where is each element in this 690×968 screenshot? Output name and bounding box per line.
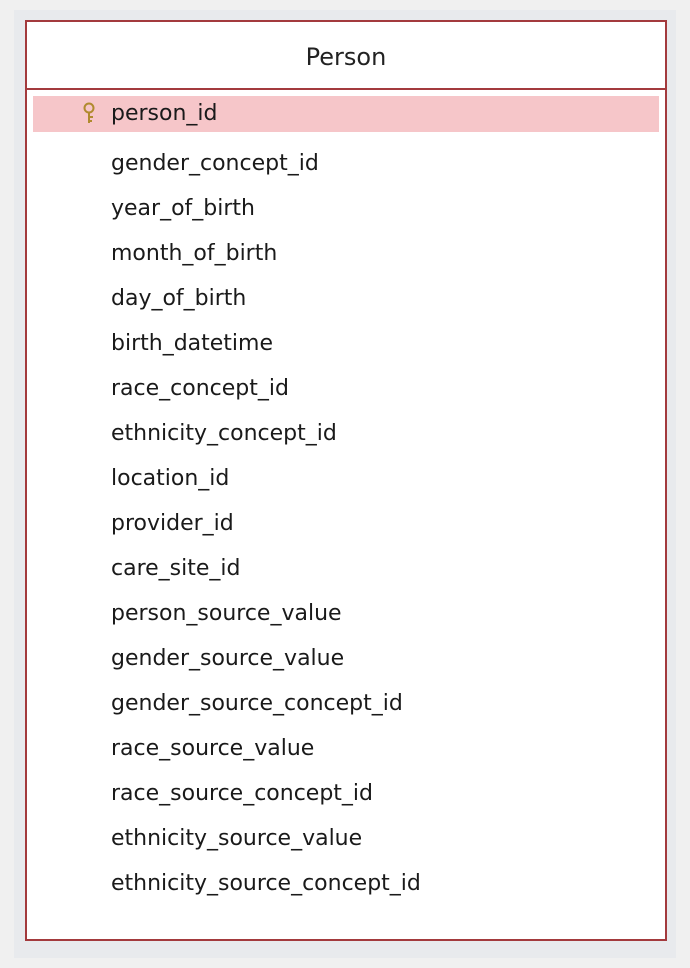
- field-row[interactable]: gender_concept_id: [27, 141, 665, 186]
- field-row[interactable]: gender_source_concept_id: [27, 681, 665, 726]
- field-label: person_source_value: [111, 601, 342, 626]
- field-list: person_id gender_concept_id year_of_birt…: [27, 96, 665, 906]
- field-label: provider_id: [111, 511, 234, 536]
- field-row[interactable]: month_of_birth: [27, 231, 665, 276]
- field-row[interactable]: ethnicity_source_value: [27, 816, 665, 861]
- field-row[interactable]: year_of_birth: [27, 186, 665, 231]
- field-label: ethnicity_source_concept_id: [111, 871, 421, 896]
- key-icon: [83, 102, 95, 123]
- field-row[interactable]: ethnicity_source_concept_id: [27, 861, 665, 906]
- field-row[interactable]: location_id: [27, 456, 665, 501]
- field-row[interactable]: day_of_birth: [27, 276, 665, 321]
- field-label: ethnicity_source_value: [111, 826, 363, 851]
- field-label: birth_datetime: [111, 331, 274, 356]
- field-row[interactable]: ethnicity_concept_id: [27, 411, 665, 456]
- field-label: care_site_id: [111, 556, 241, 581]
- field-row[interactable]: provider_id: [27, 501, 665, 546]
- field-row[interactable]: care_site_id: [27, 546, 665, 591]
- field-row[interactable]: person_source_value: [27, 591, 665, 636]
- field-row[interactable]: gender_source_value: [27, 636, 665, 681]
- field-label: person_id: [111, 101, 218, 126]
- field-row[interactable]: race_concept_id: [27, 366, 665, 411]
- field-label: year_of_birth: [111, 196, 255, 221]
- field-row[interactable]: birth_datetime: [27, 321, 665, 366]
- table-title[interactable]: Person: [27, 22, 665, 90]
- field-row[interactable]: race_source_value: [27, 726, 665, 771]
- field-label: ethnicity_concept_id: [111, 421, 337, 446]
- field-label: gender_concept_id: [111, 151, 319, 176]
- field-label: gender_source_value: [111, 646, 345, 671]
- field-label: location_id: [111, 466, 230, 491]
- field-label: race_source_concept_id: [111, 781, 374, 806]
- field-label: day_of_birth: [111, 286, 247, 311]
- field-row-person-id[interactable]: person_id: [33, 96, 659, 132]
- field-label: month_of_birth: [111, 241, 278, 266]
- field-label: race_source_value: [111, 736, 315, 761]
- table-card-person[interactable]: Person person_id gender_concept_id year_…: [25, 20, 667, 941]
- field-row[interactable]: race_source_concept_id: [27, 771, 665, 816]
- field-label: race_concept_id: [111, 376, 289, 401]
- field-label: gender_source_concept_id: [111, 691, 403, 716]
